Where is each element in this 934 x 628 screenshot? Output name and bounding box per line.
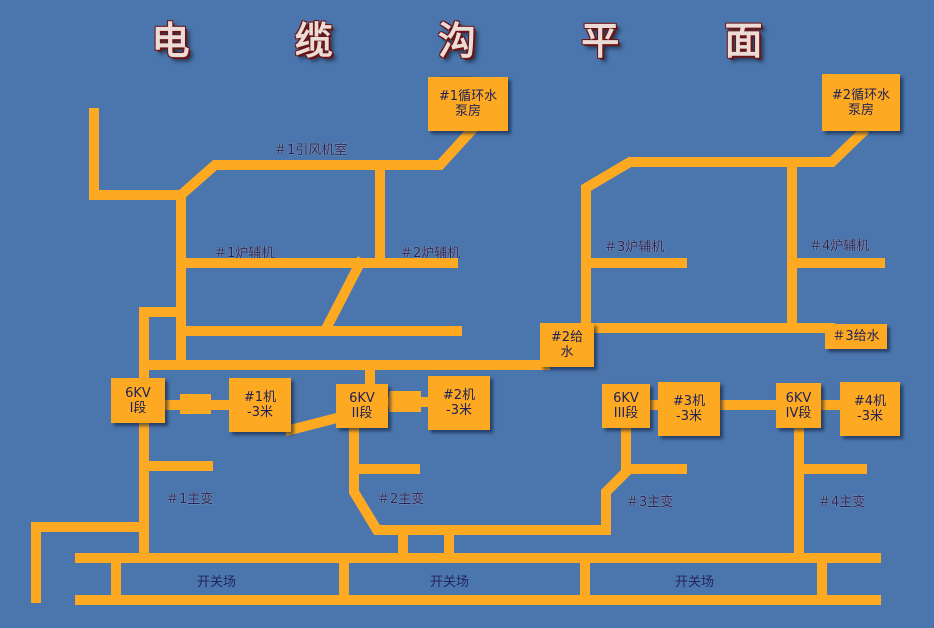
label-boiler-aux-4: ＃4炉辅机 bbox=[809, 239, 870, 254]
label-boiler-aux-3: ＃3炉辅机 bbox=[604, 240, 665, 255]
label-fan-room-1: ＃1引风机室 bbox=[274, 143, 348, 158]
label-boiler-aux-2: ＃2炉辅机 bbox=[400, 246, 461, 261]
connector-block-2 bbox=[389, 391, 421, 412]
pump-room-1: #1循环水泵房 bbox=[428, 77, 508, 131]
trench-left-top bbox=[89, 108, 186, 200]
trench-boiler-3 bbox=[581, 125, 870, 350]
trench-diagonal bbox=[321, 256, 367, 332]
label-main-transformer-4: ＃4主变 bbox=[818, 495, 866, 510]
unit-1-minus3: #1机 -3米 bbox=[229, 378, 291, 432]
label-boiler-aux-1: ＃1炉辅机 bbox=[214, 246, 275, 261]
switchyard-label-2: 开关场 bbox=[430, 575, 470, 590]
trench-s2-drop bbox=[349, 423, 631, 535]
trench-fan-room bbox=[173, 122, 480, 203]
switchyard-label-3: 开关场 bbox=[675, 575, 715, 590]
pump-room-2: #2循环水泵房 bbox=[822, 74, 900, 131]
label-main-transformer-1: ＃1主变 bbox=[166, 492, 214, 507]
label-main-transformer-2: ＃2主变 bbox=[377, 492, 425, 507]
unit-2-minus3: #2机 -3米 bbox=[428, 376, 490, 430]
switchgear-1: 6KV I段 bbox=[111, 378, 165, 423]
connector-block-1 bbox=[180, 394, 211, 414]
label-feedwater-3: ＃3给水 bbox=[825, 324, 887, 349]
switchyard-label-1: 开关场 bbox=[197, 575, 237, 590]
unit-4-minus3: #4机 -3米 bbox=[840, 382, 900, 436]
switchgear-2: 6KV II段 bbox=[336, 384, 388, 428]
feedwater-2-box: #2给水 bbox=[540, 323, 594, 367]
switchgear-3: 6KV III段 bbox=[602, 384, 650, 428]
switchgear-4: 6KV IV段 bbox=[776, 383, 821, 428]
unit-3-minus3: #3机 -3米 bbox=[658, 382, 720, 436]
trench-left-inner bbox=[139, 307, 186, 390]
trench-u1-s2 bbox=[283, 411, 344, 437]
trench-left-corner bbox=[31, 522, 149, 603]
label-main-transformer-3: ＃3主变 bbox=[626, 495, 674, 510]
